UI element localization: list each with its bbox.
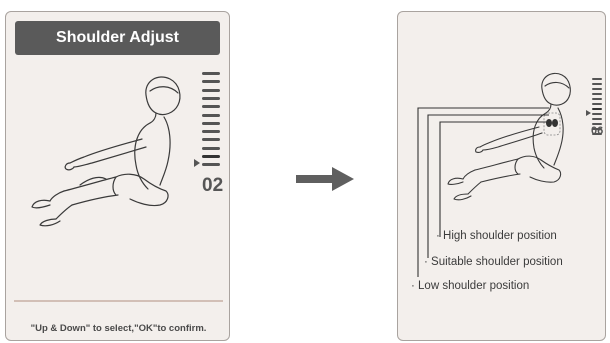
shoulder-roller-icon — [543, 112, 561, 136]
shoulder-adjust-screen: Shoulder Adjust — [5, 11, 230, 341]
level-step — [202, 88, 220, 92]
reclining-person-illustration — [447, 72, 571, 201]
level-step — [202, 113, 220, 117]
instruction-hint: "Up & Down" to select,"OK"to confirm. — [30, 323, 207, 334]
level-step — [592, 118, 602, 121]
level-step — [592, 88, 602, 91]
level-step — [592, 128, 602, 131]
level-step — [592, 93, 602, 96]
right-arrow-icon — [296, 167, 354, 191]
shoulder-position-guide: 06 · High shoulder position · Suitable s… — [397, 11, 606, 341]
level-step — [202, 138, 220, 142]
level-value: 02 — [202, 175, 224, 196]
level-step — [592, 83, 602, 86]
level-step — [202, 146, 220, 150]
callout-high-shoulder: · High shoulder position — [436, 230, 557, 242]
level-step — [592, 78, 602, 81]
level-step — [202, 105, 220, 109]
level-step — [202, 96, 220, 100]
level-step — [592, 98, 602, 101]
level-step — [592, 103, 602, 106]
callout-suitable-shoulder: · Suitable shoulder position — [424, 256, 563, 268]
level-step — [202, 163, 220, 167]
level-step — [592, 108, 602, 111]
level-step — [592, 133, 602, 136]
level-step — [202, 121, 220, 125]
level-step — [202, 130, 220, 134]
divider — [14, 300, 223, 302]
screen-title: Shoulder Adjust — [15, 21, 220, 55]
level-step — [592, 123, 602, 126]
level-pointer-icon — [586, 110, 591, 116]
level-value: 06 — [591, 125, 604, 137]
level-step — [202, 80, 220, 84]
level-step — [202, 72, 220, 75]
callout-low-shoulder: · Low shoulder position — [411, 280, 530, 292]
level-step — [202, 155, 220, 158]
callout-lines — [417, 107, 549, 277]
level-step — [592, 113, 602, 116]
level-pointer-icon — [194, 159, 200, 167]
reclining-person-illustration — [31, 76, 181, 227]
